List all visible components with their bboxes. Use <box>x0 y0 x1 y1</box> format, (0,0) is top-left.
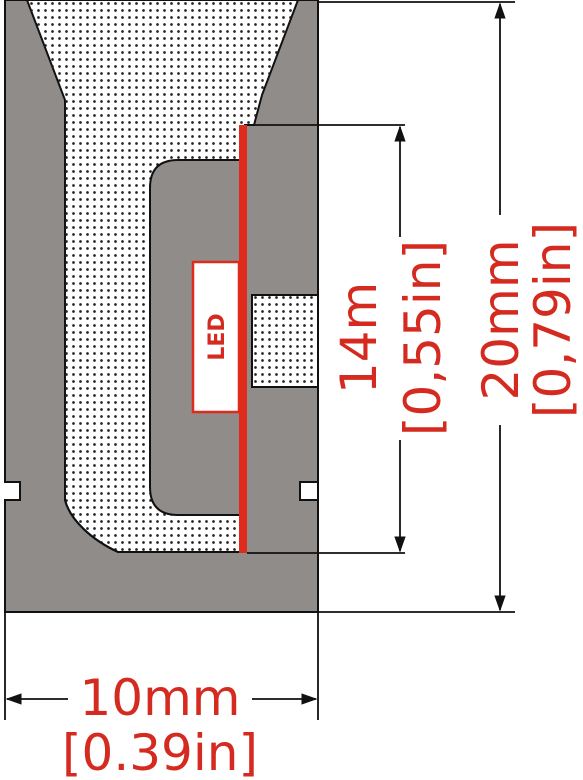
dim-total-value: 20mm <box>472 239 530 400</box>
dim-width-value: 10mm <box>79 669 240 727</box>
dim-led-value: 14m <box>330 282 388 394</box>
dim-led-inches: [0,55in] <box>394 240 452 436</box>
dim-width-inches: [0.39in] <box>62 724 258 780</box>
led-strip <box>239 125 247 553</box>
led-label-box <box>191 260 241 414</box>
foot-curve <box>64 499 119 553</box>
led-label: LED <box>205 313 230 360</box>
side-slot-dots <box>253 296 317 386</box>
dim-total-inches: [0,79in] <box>524 222 582 418</box>
